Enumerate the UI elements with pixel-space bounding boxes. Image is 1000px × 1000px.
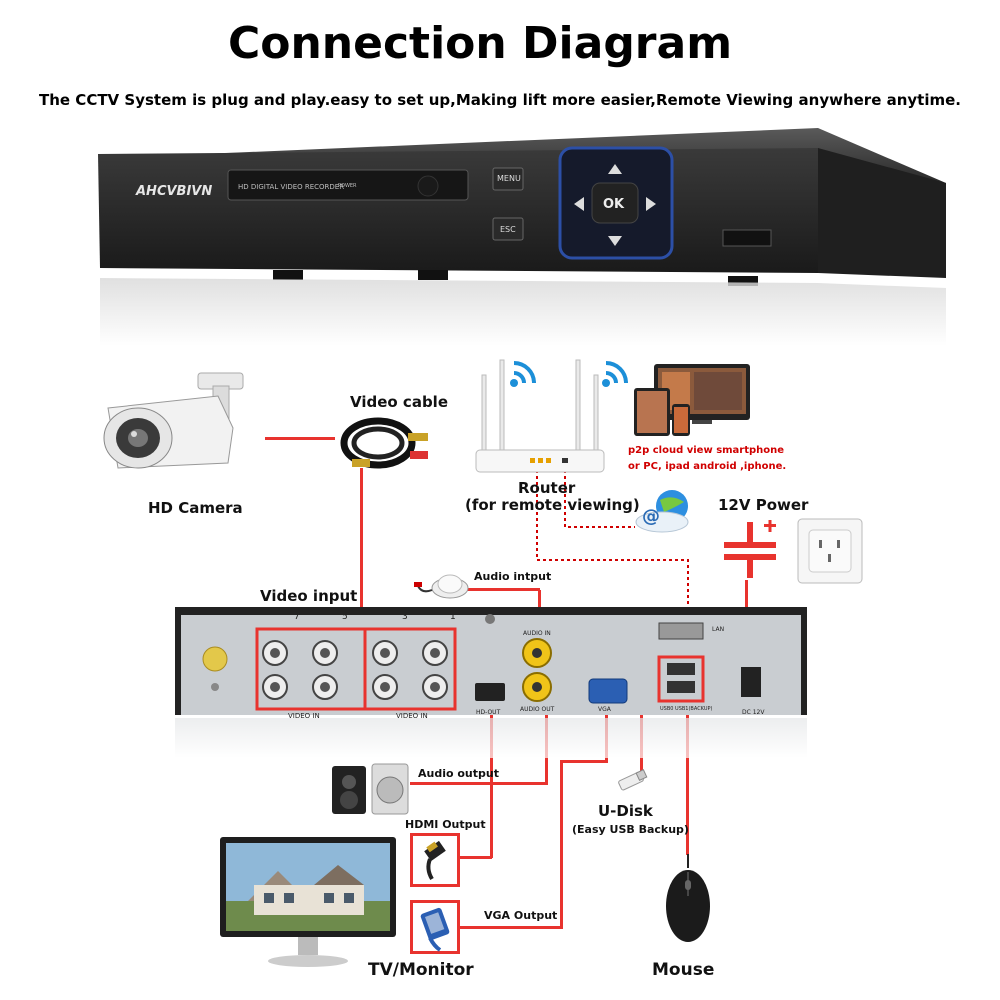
- audio-in-port-label: AUDIO IN: [523, 630, 551, 637]
- video-cable-image: [338, 413, 438, 475]
- diagram-title: Connection Diagram: [227, 18, 733, 69]
- dvr-front-image: [98, 128, 948, 348]
- p2p-text-line1: p2p cloud view smartphone: [628, 445, 785, 456]
- vga-output-label: VGA Output: [484, 909, 558, 922]
- video-cable-label: Video cable: [350, 393, 448, 411]
- port-num-3: 3: [402, 612, 408, 622]
- audio-in-line-h: [460, 588, 540, 591]
- dvr-esc-button: ESC: [500, 225, 516, 234]
- hd-out-port-label: HD-OUT: [476, 709, 501, 716]
- router-sublabel: (for remote viewing): [465, 496, 640, 514]
- p2p-devices-image: [632, 360, 752, 440]
- dvr-ok-button: OK: [603, 197, 625, 212]
- audio-output-label: Audio output: [418, 767, 499, 780]
- mouse-line: [686, 705, 689, 855]
- audio-out-port-label: AUDIO OUT: [520, 706, 555, 713]
- lan-port-label: LAN: [712, 626, 725, 633]
- router-label: Router: [518, 479, 576, 497]
- udisk-label: U-Disk: [598, 802, 653, 820]
- usb-disk-icon: [618, 769, 648, 791]
- svg-text:@: @: [642, 506, 660, 527]
- hdmi-line: [490, 713, 493, 858]
- video-input-label: Video input: [260, 587, 358, 605]
- wall-socket-image: [797, 518, 863, 584]
- video-in-right-label: VIDEO IN: [396, 712, 428, 720]
- wifi-icon: [602, 361, 628, 387]
- tv-monitor-label: TV/Monitor: [368, 960, 474, 980]
- diagram-subtitle: The CCTV System is plug and play.easy to…: [39, 91, 961, 109]
- vga-line: [560, 760, 563, 928]
- camera-cable-line: [265, 437, 335, 440]
- microphone-icon: [414, 574, 469, 599]
- power-label: 12V Power: [718, 496, 809, 514]
- audio-input-label: Audio intput: [474, 570, 552, 583]
- dvr-power-text: POWER: [338, 183, 357, 189]
- hd-camera-image: [98, 368, 250, 483]
- udisk-sublabel: (Easy USB Backup): [572, 823, 689, 836]
- internet-globe-icon: @: [635, 490, 689, 533]
- hd-camera-label: HD Camera: [148, 499, 243, 517]
- speakers-icon: [332, 763, 409, 815]
- dc-power-symbol: [724, 520, 776, 578]
- dvr-panel-text: HD DIGITAL VIDEO RECORDER: [238, 183, 345, 191]
- mouse-icon: [666, 853, 710, 942]
- audio-out-line-h: [410, 782, 548, 785]
- tv-monitor-image: [218, 835, 398, 975]
- usb-port-label: USB0 USB1(BACKUP): [660, 706, 713, 712]
- hdmi-cable-icon: [410, 833, 460, 887]
- mouse-label: Mouse: [652, 960, 715, 980]
- dvr-back-panel: [175, 607, 807, 717]
- vga-line-h-top: [560, 760, 608, 763]
- dvr-menu-button: MENU: [497, 174, 521, 183]
- video-cable-line: [360, 468, 363, 633]
- wifi-icon: [510, 361, 536, 387]
- port-num-1: 1: [450, 612, 456, 622]
- vga-port-label: VGA: [598, 706, 611, 713]
- port-num-7: 7: [294, 612, 300, 622]
- p2p-text-line2: or PC, ipad android ,iphone.: [628, 461, 787, 472]
- video-in-left-label: VIDEO IN: [288, 712, 320, 720]
- router-image: [470, 350, 610, 480]
- vga-line-h: [460, 926, 563, 929]
- vga-cable-icon: [410, 900, 460, 954]
- hdmi-output-label: HDMI Output: [405, 818, 486, 831]
- port-num-5: 5: [342, 612, 348, 622]
- dc-port-label: DC 12V: [742, 709, 765, 716]
- dvr-back-reflection: [175, 718, 807, 758]
- hdmi-line-h: [457, 856, 492, 859]
- dvr-brand: AHCVBIVN: [136, 184, 213, 199]
